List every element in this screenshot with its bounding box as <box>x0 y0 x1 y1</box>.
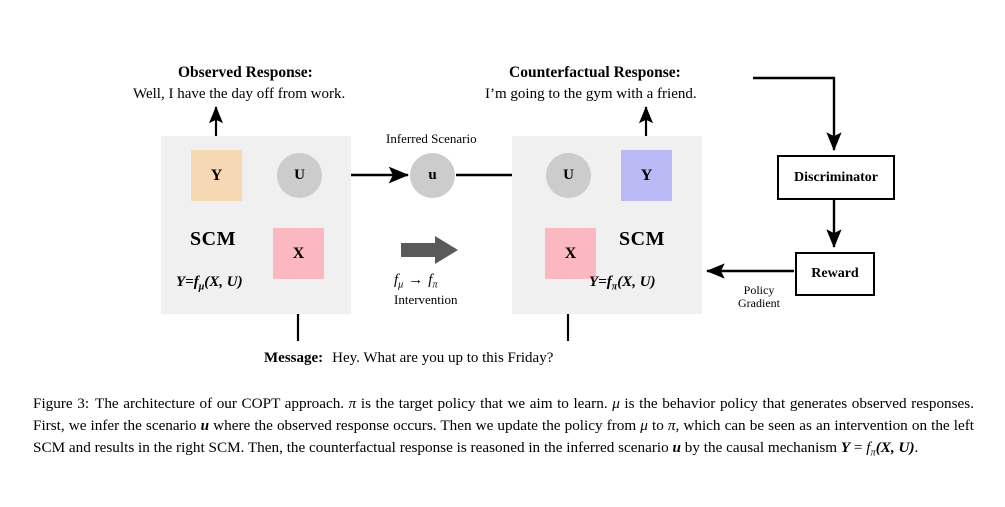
caption-p8: . <box>914 438 919 456</box>
scm-left-eq-lhs: Y=f <box>176 274 199 290</box>
scm-left-eq-sub: μ <box>198 281 205 293</box>
intervention-arrow-glyph: → <box>408 272 424 288</box>
caption-eq-fsub: π <box>870 447 876 459</box>
intervention-sub-to: π <box>432 279 438 291</box>
message-label: Message: <box>264 350 324 366</box>
counterfactual-response-text: I’m going to the gym with a friend. <box>485 86 697 102</box>
node-y-right[interactable]: Y <box>621 150 672 201</box>
intervention-f-to: f <box>428 272 433 288</box>
discriminator-box[interactable]: Discriminator <box>777 155 895 200</box>
policy-gradient-line2: Gradient <box>738 296 780 311</box>
caption-p3: is the behavior policy that generates ob… <box>33 395 974 434</box>
intervention-formula: fμ→fπ <box>394 272 438 291</box>
scm-left-equation: Y=fμ(X, U) <box>176 274 243 293</box>
scm-right-eq-sub: π <box>611 281 618 293</box>
caption-p6: , which can be seen as an intervention o… <box>33 416 974 456</box>
inferred-scenario-label: Inferred Scenario <box>386 131 477 146</box>
caption-figure-number: Figure 3: <box>33 395 90 412</box>
caption-p4: where the observed response occurs. Then… <box>209 416 641 434</box>
node-u-right[interactable]: U <box>546 153 591 198</box>
intervention-block-arrow <box>401 236 458 264</box>
figure-caption: Figure 3: The architecture of our COPT ap… <box>33 393 974 461</box>
caption-p1: The architecture of our COPT approach. <box>95 395 349 412</box>
scm-left-title: SCM <box>190 228 236 250</box>
caption-u-2: u <box>672 438 681 456</box>
observed-response-text: Well, I have the day off from work. <box>133 86 346 102</box>
node-u-left[interactable]: U <box>277 153 322 198</box>
node-y-left[interactable]: Y <box>191 150 242 201</box>
caption-mu-1: μ <box>612 395 620 412</box>
message-line: Message: Hey. What are you up to this Fri… <box>264 350 553 367</box>
caption-pi-1: π <box>348 395 357 412</box>
node-x-right[interactable]: X <box>545 228 596 279</box>
intervention-sub-from: μ <box>398 279 404 291</box>
caption-eq-f: f <box>866 438 871 456</box>
caption-eq-y: Y <box>840 438 851 456</box>
reward-box[interactable]: Reward <box>795 252 875 296</box>
policy-gradient-label: Policy Gradient <box>728 283 790 311</box>
counterfactual-response-title: Counterfactual Response: <box>509 64 681 81</box>
intervention-f-from: f <box>394 272 399 288</box>
caption-mu-2: μ <box>640 416 648 434</box>
scm-right-equation: Y=fπ(X, U) <box>589 274 656 293</box>
observed-response-title: Observed Response: <box>178 64 313 81</box>
node-x-left[interactable]: X <box>273 228 324 279</box>
caption-pi-2: π <box>667 416 676 434</box>
caption-eq-equals: = <box>850 438 867 456</box>
scm-left-eq-rhs: (X, U) <box>204 274 243 290</box>
arrow-counterfactual-to-discriminator <box>753 76 842 151</box>
message-text: Hey. What are you up to this Friday? <box>332 350 554 366</box>
caption-p2: is the target policy that we aim to lear… <box>356 395 613 412</box>
caption-eq-args: (X, U) <box>875 438 915 456</box>
scm-right-eq-rhs: (X, U) <box>617 274 656 290</box>
caption-p5: to <box>647 416 668 434</box>
caption-u-1: u <box>200 416 210 434</box>
scm-right-eq-lhs: Y=f <box>589 274 612 290</box>
policy-gradient-line1: Policy <box>743 283 775 297</box>
scm-right-title: SCM <box>619 228 665 250</box>
caption-p7: by the causal mechanism <box>681 438 841 456</box>
intervention-label: Intervention <box>394 292 458 307</box>
node-inferred-u[interactable]: u <box>410 153 455 198</box>
